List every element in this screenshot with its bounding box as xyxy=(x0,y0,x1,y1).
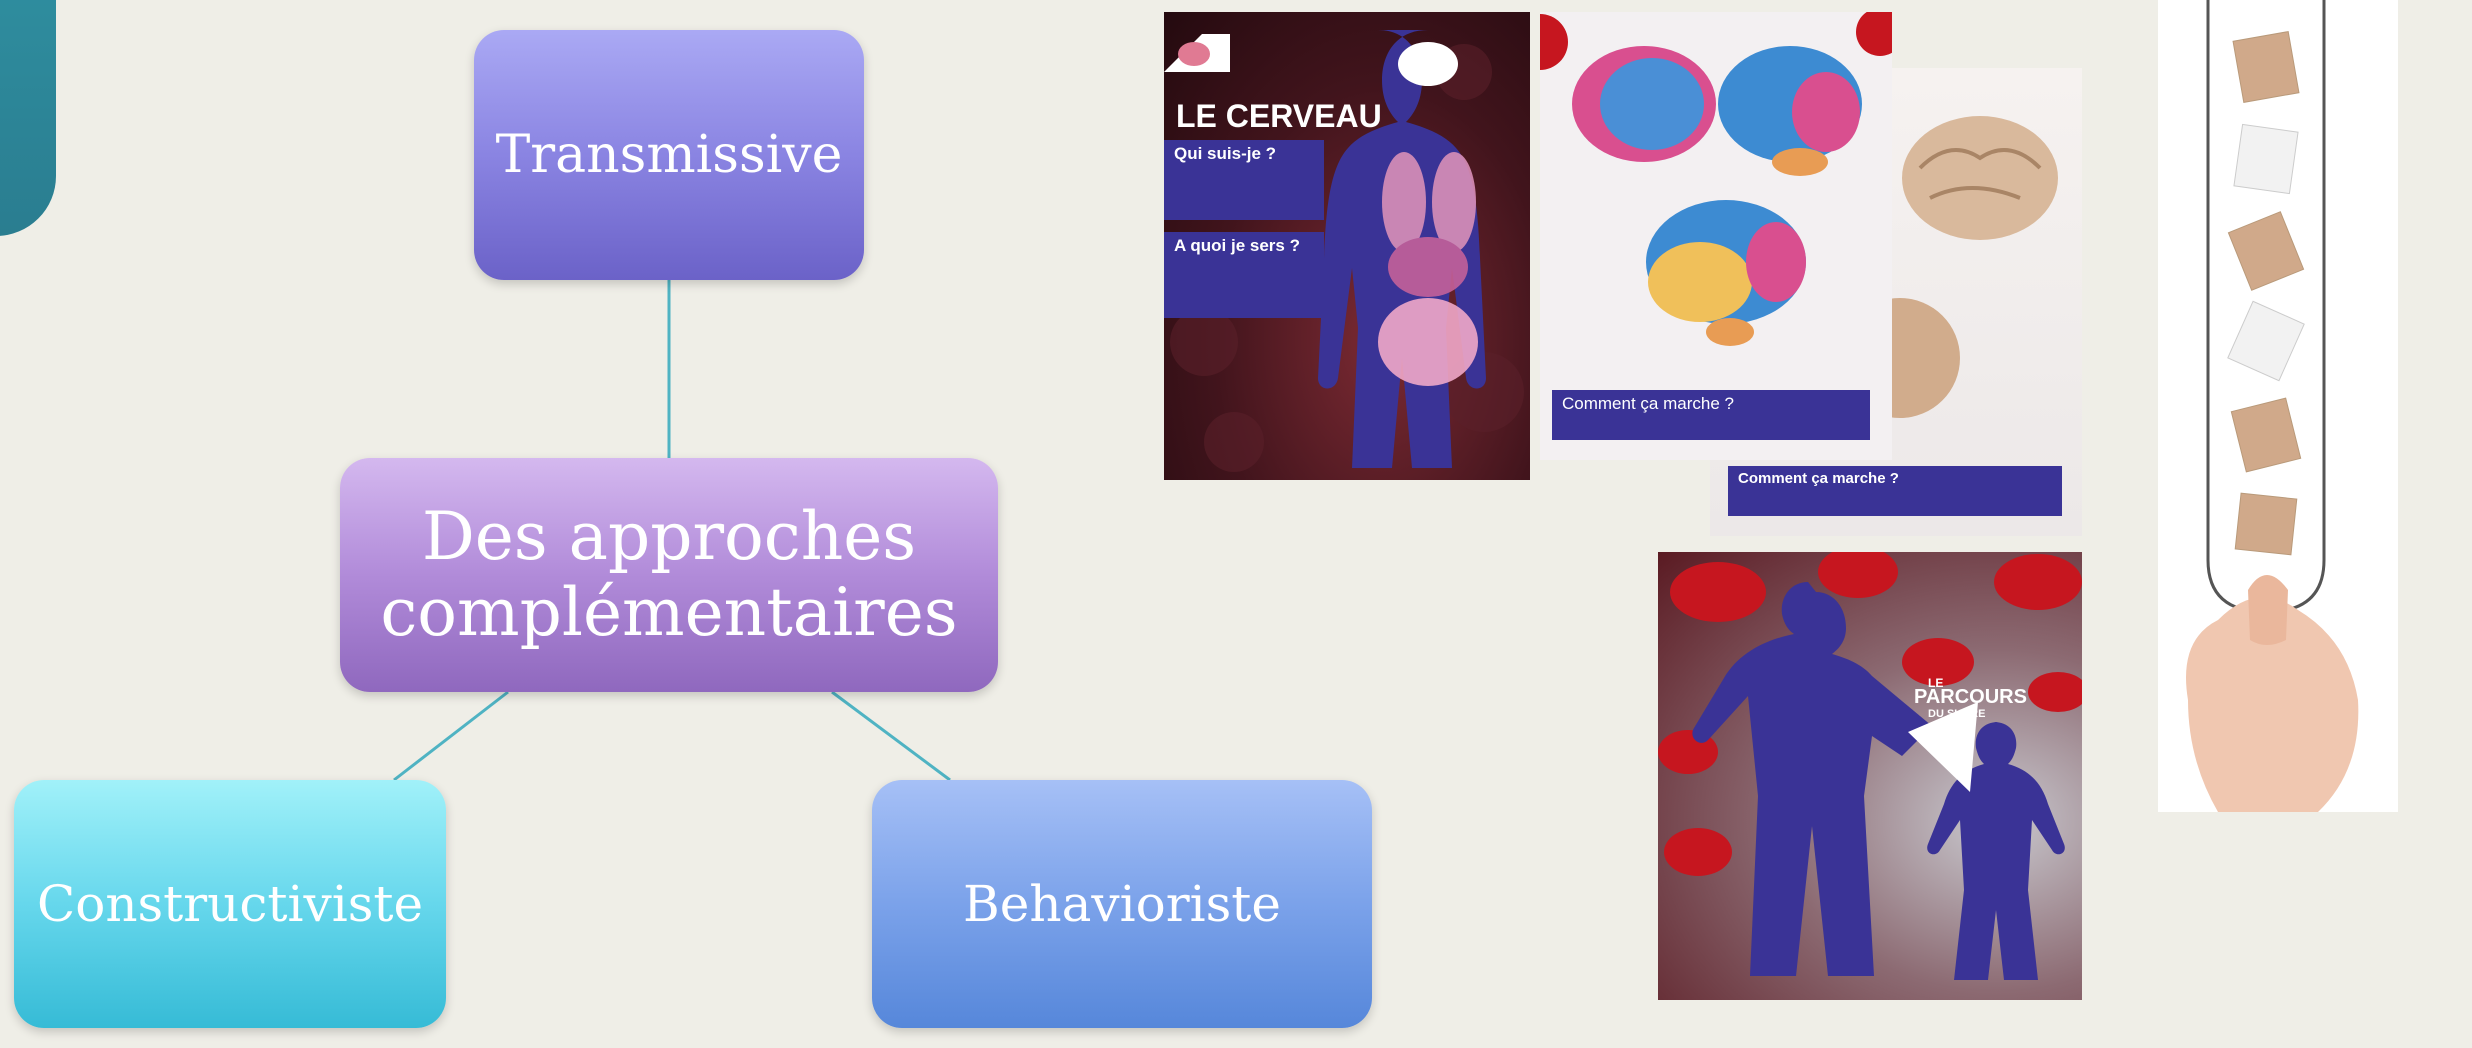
connector-constructiviste xyxy=(393,690,509,782)
poster-brain-photo-band-text: Comment ça marche ? xyxy=(1738,470,1899,487)
brain-lobes-diagram xyxy=(1540,12,1892,346)
poster-brain-photo-band: Comment ça marche ? xyxy=(1728,466,2062,516)
poster-title-cerveau: LE CERVEAU xyxy=(1176,98,1382,134)
poster-brain-map-band-text: Comment ça marche ? xyxy=(1562,394,1734,413)
poster-parcours-du-sucre: LE PARCOURS DU SUCRE xyxy=(1658,552,2082,1000)
hand-holding-tube-illustration xyxy=(2186,0,2359,812)
node-constructiviste: Constructiviste xyxy=(14,780,446,1028)
poster-cerveau-q2-block: A quoi je sers ? xyxy=(1164,232,1324,318)
silhouettes-illustration xyxy=(1658,552,2082,980)
connector-behavioriste xyxy=(831,690,951,782)
body-silhouette-illustration xyxy=(1164,30,1524,472)
poster-sucre-title-main: PARCOURS xyxy=(1914,686,2027,708)
node-central-line2: complémentaires xyxy=(380,574,958,651)
poster-sucre-title-le: LE xyxy=(1928,676,1944,690)
node-central-line1: Des approches xyxy=(421,498,917,576)
node-constructiviste-label: Constructiviste xyxy=(36,875,424,933)
corner-decoration xyxy=(0,0,56,236)
sugar-tube-photo xyxy=(2158,0,2398,812)
node-central: Des approches complémentaires xyxy=(340,458,998,692)
poster-cerveau-q1-block: Qui suis-je ? xyxy=(1164,140,1324,220)
poster-cerveau-q1: Qui suis-je ? xyxy=(1174,144,1277,163)
poster-brain-map: Comment ça marche ? xyxy=(1540,12,1892,460)
node-behavioriste-label: Behavioriste xyxy=(963,875,1281,933)
node-behavioriste: Behavioriste xyxy=(872,780,1372,1028)
node-transmissive-label: Transmissive xyxy=(495,125,843,185)
poster-cerveau-q2: A quoi je sers ? xyxy=(1174,236,1300,255)
node-transmissive: Transmissive xyxy=(474,30,864,280)
poster-sucre-title-sub: DU SUCRE xyxy=(1928,708,1986,720)
poster-le-cerveau: LE CERVEAU Qui suis-je ? A quoi je sers … xyxy=(1164,12,1530,480)
poster-brain-map-band: Comment ça marche ? xyxy=(1552,390,1870,440)
